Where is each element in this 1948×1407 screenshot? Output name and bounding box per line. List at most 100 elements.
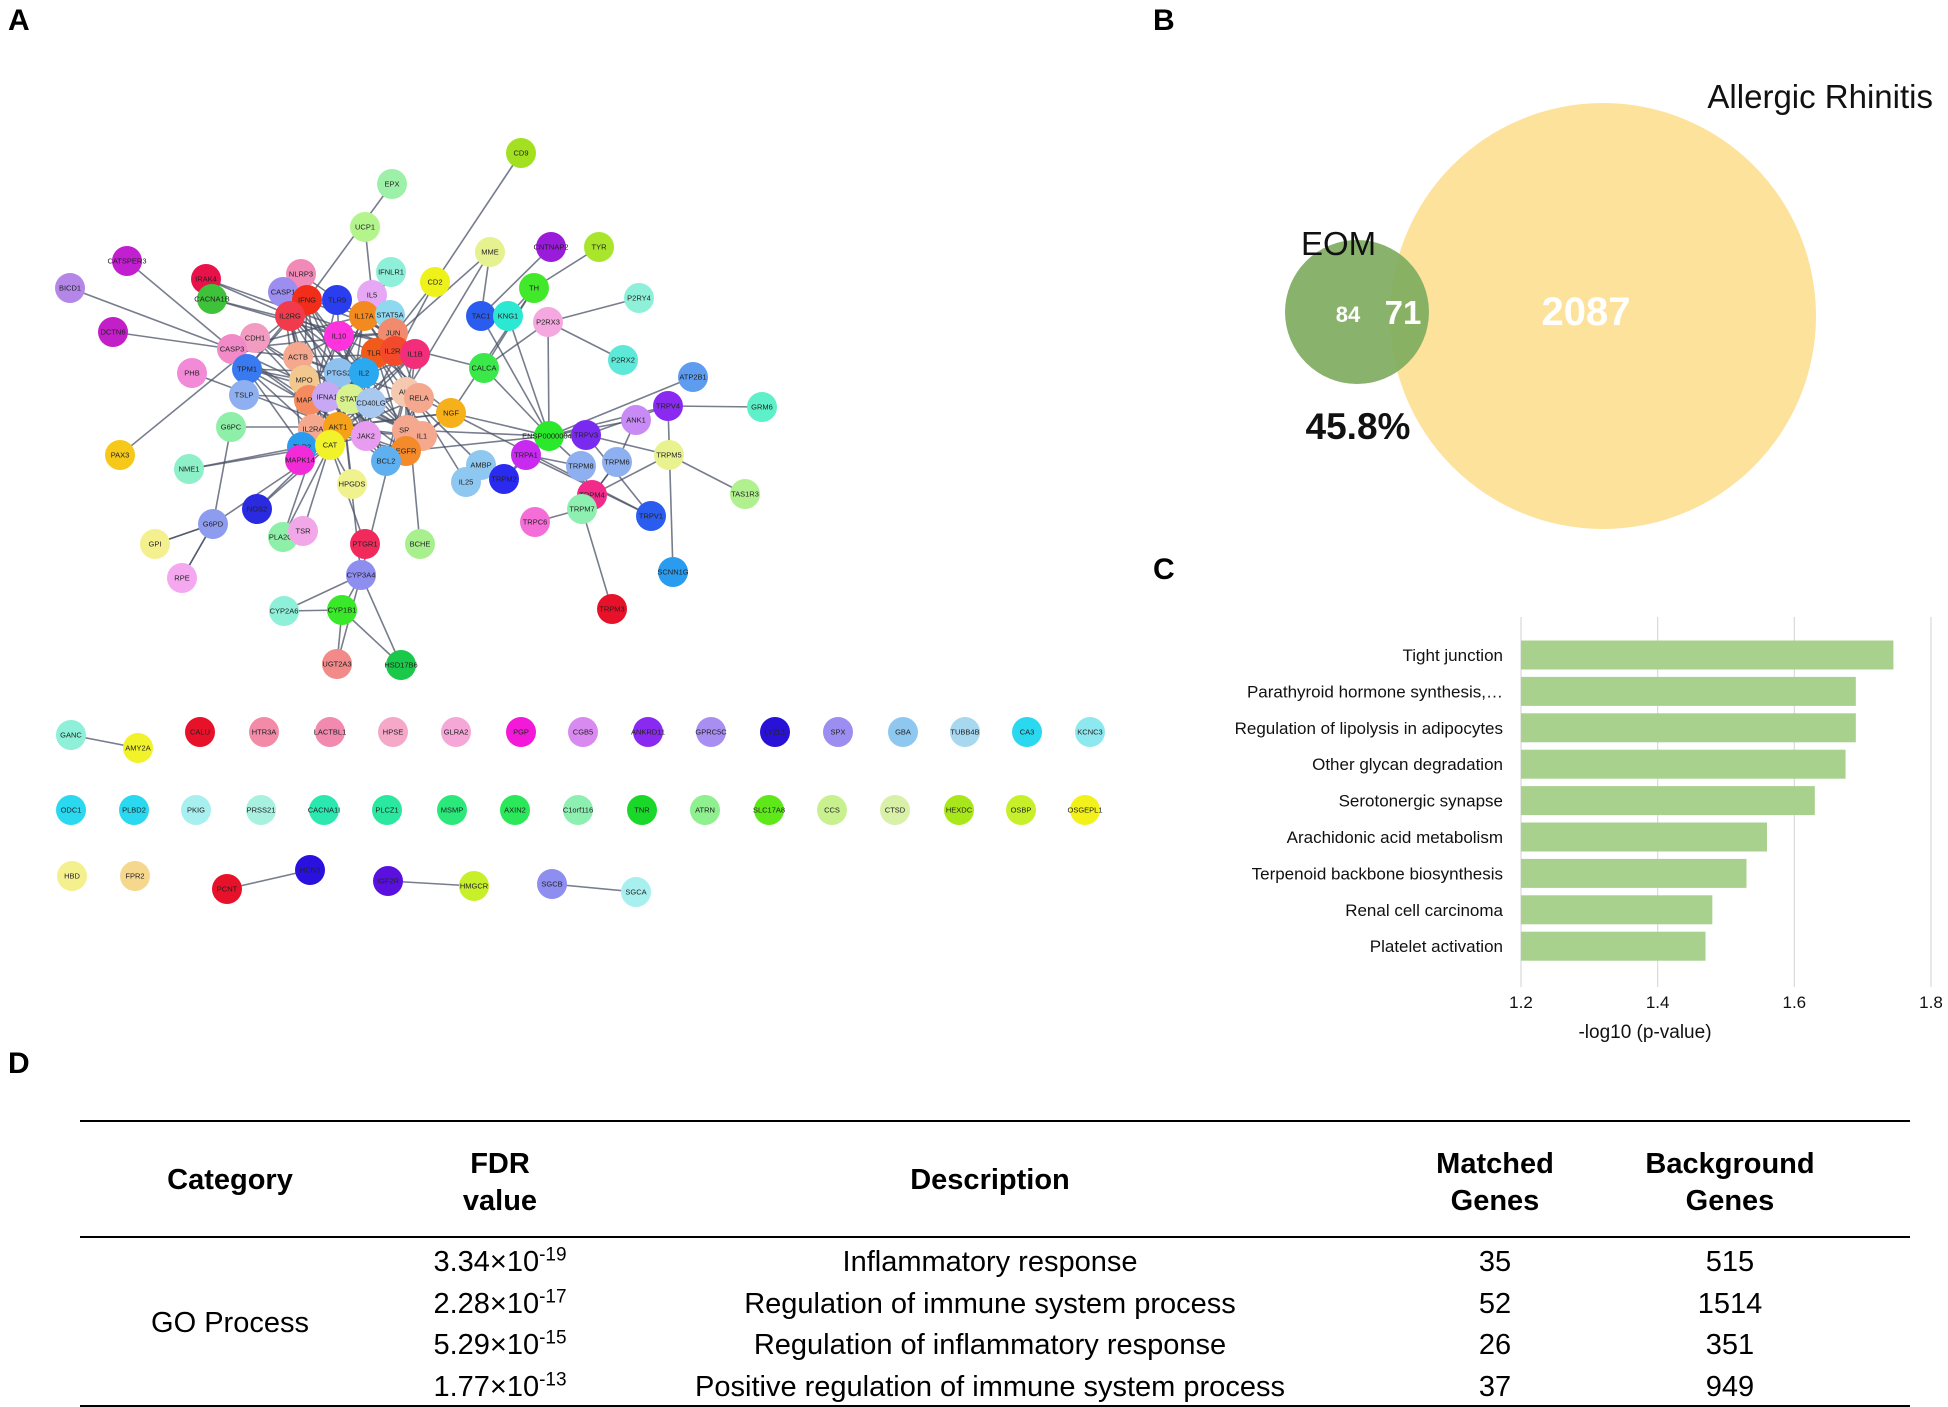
- network-node-label: CYP2A6: [270, 606, 299, 615]
- network-node: IL2: [349, 358, 379, 388]
- network-node-label: TPM1: [237, 364, 257, 373]
- network-edge: [480, 315, 550, 437]
- network-edge: [450, 412, 550, 437]
- network-node-label: ANKRD11: [631, 727, 665, 736]
- network-node: RPE: [167, 563, 197, 593]
- network-node-label: CALCA: [471, 363, 496, 372]
- network-node-circle: [198, 509, 228, 539]
- network-node-label: TRPM2: [491, 474, 516, 483]
- network-node-label: CATSPER3: [107, 256, 146, 265]
- network-node-label: CAT: [323, 440, 338, 449]
- network-node-circle: [469, 353, 499, 383]
- description-cell: Positive regulation of immune system pro…: [695, 1370, 1285, 1403]
- panel-label-c: C: [1153, 553, 1175, 586]
- network-node-label: RELA: [409, 393, 429, 402]
- network-node-circle: [1006, 795, 1036, 825]
- network-node-circle: [283, 342, 313, 372]
- network-node-circle: [349, 301, 379, 331]
- network-node-circle: [658, 557, 688, 587]
- network-edge: [434, 152, 522, 283]
- network-node-label: CA3: [1020, 727, 1035, 736]
- description-cell: Inflammatory response: [842, 1246, 1138, 1278]
- network-node-circle: [1070, 795, 1100, 825]
- category-cell: GO Process: [151, 1307, 309, 1339]
- network-node-circle: [888, 717, 918, 747]
- network-node-label: GRM6: [751, 402, 773, 411]
- network-node-label: SRC: [399, 425, 415, 434]
- network-node-circle: [534, 421, 564, 451]
- network-node-circle: [309, 795, 339, 825]
- network-edge: [360, 574, 402, 666]
- network-node-label: PLBD2: [122, 805, 146, 814]
- network-node-circle: [475, 237, 505, 267]
- network-node: ODC1: [56, 795, 86, 825]
- network-node: TSR: [288, 516, 318, 546]
- network-node-label: ENSP00000045: [522, 431, 576, 440]
- network-node: MME: [475, 237, 505, 267]
- network-edge: [507, 315, 550, 437]
- network-node: MSMP: [437, 795, 467, 825]
- network-node: NME1: [174, 454, 204, 484]
- network-edge: [126, 260, 233, 350]
- network-node: PLBD2: [119, 795, 149, 825]
- network-node: HBD: [57, 861, 87, 891]
- category-label: Regulation of lipolysis in adipocytes: [1235, 719, 1503, 738]
- network-node-label: PTGR1: [352, 539, 377, 548]
- network-node-circle: [312, 382, 342, 412]
- network-node-circle: [386, 650, 416, 680]
- network-node-label: NGF: [443, 408, 459, 417]
- network-node: TUBB4B: [950, 717, 980, 747]
- network-node-circle: [140, 529, 170, 559]
- network-node: CAT: [315, 430, 345, 460]
- network-node-label: OSBP: [1011, 805, 1032, 814]
- network-node-label: CTSD: [885, 805, 906, 814]
- network-node-circle: [123, 733, 153, 763]
- network-node: GPI: [140, 529, 170, 559]
- fdr-cell: 5.29×10-15: [380, 1327, 620, 1364]
- network-node-circle: [269, 596, 299, 626]
- network-node-label: IL25: [459, 477, 474, 486]
- network-node: TH: [519, 273, 549, 303]
- category-label: Platelet activation: [1370, 937, 1503, 956]
- network-node-label: ODC1: [61, 805, 82, 814]
- network-edge: [548, 376, 694, 437]
- network-node: TYR: [584, 232, 614, 262]
- network-node-circle: [404, 383, 434, 413]
- network-node: P2RY4: [624, 283, 654, 313]
- network-edge: [306, 183, 393, 301]
- network-node-circle: [349, 358, 379, 388]
- network-node-label: NOS2: [247, 504, 267, 513]
- network-node-label: ATRN: [695, 805, 715, 814]
- fdr-exponent: -17: [539, 1285, 567, 1307]
- network-node-label: PGP: [513, 727, 529, 736]
- background-genes-cell: 515: [1705, 1246, 1755, 1278]
- category-label: Serotonergic synapse: [1339, 792, 1503, 811]
- fdr-mantissa: 5.29: [433, 1329, 490, 1361]
- network-node-label: IL10: [332, 331, 347, 340]
- network-node-label: LYZL1: [764, 727, 786, 736]
- network-node-label: TSR: [296, 526, 312, 535]
- network-node: IGF2R: [373, 866, 403, 896]
- header-description: Description: [910, 1164, 1070, 1196]
- network-edge: [547, 321, 550, 437]
- network-node-label: TRPM5: [656, 450, 681, 459]
- network-node: OSBP: [1006, 795, 1036, 825]
- network-node: IL10: [324, 321, 354, 351]
- network-node-circle: [112, 246, 142, 276]
- network-node-circle: [730, 479, 760, 509]
- network-node: TRPM3: [597, 594, 627, 624]
- network-node-label: TSLP: [235, 390, 254, 399]
- table-header-rule: [80, 1236, 1910, 1238]
- network-node: CA3: [1012, 717, 1042, 747]
- network-node-circle: [441, 717, 471, 747]
- panel-label-a: A: [8, 4, 30, 37]
- network-node: KNG1: [493, 301, 523, 331]
- fdr-mantissa: 3.34: [433, 1246, 490, 1278]
- network-node-label: PCNT: [217, 884, 238, 893]
- network-node-circle: [371, 446, 401, 476]
- network-node-circle: [563, 795, 593, 825]
- network-node-circle: [119, 795, 149, 825]
- network-node: CTSD: [880, 795, 910, 825]
- network-edge: [212, 426, 232, 525]
